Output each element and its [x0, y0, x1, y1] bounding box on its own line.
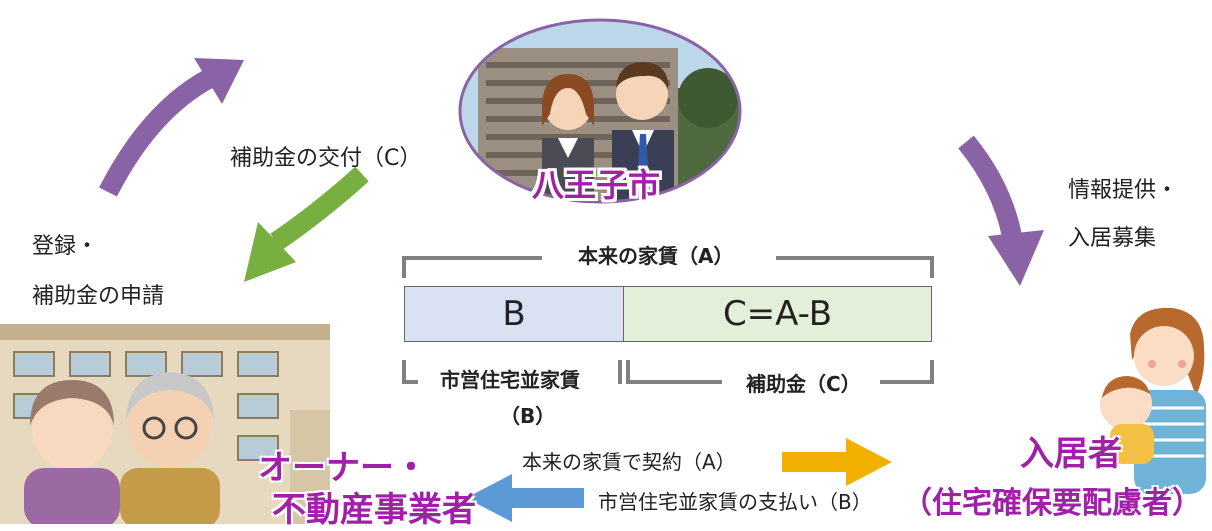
- owner-title-line2: 不動産事業者: [272, 490, 476, 530]
- c-label: 補助金（C）: [746, 374, 861, 394]
- total-rent-close: ）: [713, 244, 734, 268]
- contract-label: 本来の家賃で契約（A）: [522, 450, 736, 474]
- c-label-text: 補助金（: [746, 372, 826, 396]
- c-letter: C: [826, 372, 841, 396]
- info-arrow: [958, 135, 1044, 286]
- info-label-line2: 入居募集: [1068, 226, 1157, 251]
- b-bracket-tick: [402, 360, 406, 384]
- registration-label-line1: 登録・: [32, 234, 99, 259]
- tenant-mother-child-image: [1100, 307, 1206, 494]
- total-bracket-left: [402, 256, 542, 260]
- contract-arrow: [782, 438, 892, 486]
- city-hall-illustration: [458, 18, 742, 204]
- c-bracket-line-right: [880, 380, 934, 384]
- c-bracket-line-left: [626, 380, 722, 384]
- tenant-illustration: [1080, 304, 1212, 494]
- city-hall-photo: [458, 18, 742, 204]
- c-bracket-tick-right: [930, 360, 934, 384]
- total-bracket-left-tick: [402, 256, 406, 278]
- c-bracket-tick-left: [626, 360, 630, 384]
- payment-label: 市営住宅並家賃の支払い（B）: [598, 490, 872, 514]
- b-bracket-tick-right: [618, 360, 622, 384]
- total-rent-text: 本来の家賃（: [578, 244, 698, 268]
- rent-box-b: B: [404, 286, 624, 342]
- owner-couple-image: [0, 324, 330, 528]
- payment-arrow: [466, 474, 584, 522]
- info-label-line1: 情報提供・: [1068, 178, 1179, 203]
- b-bracket-line: [402, 380, 418, 384]
- subsidy-issue-label: 補助金の交付（C）: [230, 146, 422, 171]
- tenant-title-line1: 入居者: [1020, 434, 1122, 474]
- register-arrow: [99, 58, 244, 197]
- total-rent-label: 本来の家賃（A）: [578, 246, 733, 266]
- b-letter-label: （B）: [500, 406, 555, 426]
- b-letter-open: （: [500, 404, 520, 428]
- subsidy-arrow: [244, 166, 369, 282]
- rent-box-c: C=A-B: [623, 286, 932, 342]
- total-rent-letter: A: [698, 244, 714, 268]
- city-name: 八王子市: [532, 166, 661, 204]
- c-close: ）: [840, 372, 861, 396]
- b-letter: B: [520, 404, 536, 428]
- registration-label-line2: 補助金の申請: [32, 284, 165, 309]
- owner-title-line1: オーナー・: [258, 448, 428, 488]
- b-label: 市営住宅並家賃: [440, 368, 580, 392]
- tenant-title-line2: （住宅確保要配慮者）: [902, 486, 1202, 521]
- total-bracket-right: [776, 256, 934, 260]
- b-letter-close: ）: [535, 404, 556, 428]
- total-bracket-right-tick: [930, 256, 934, 278]
- owner-illustration: [0, 320, 340, 528]
